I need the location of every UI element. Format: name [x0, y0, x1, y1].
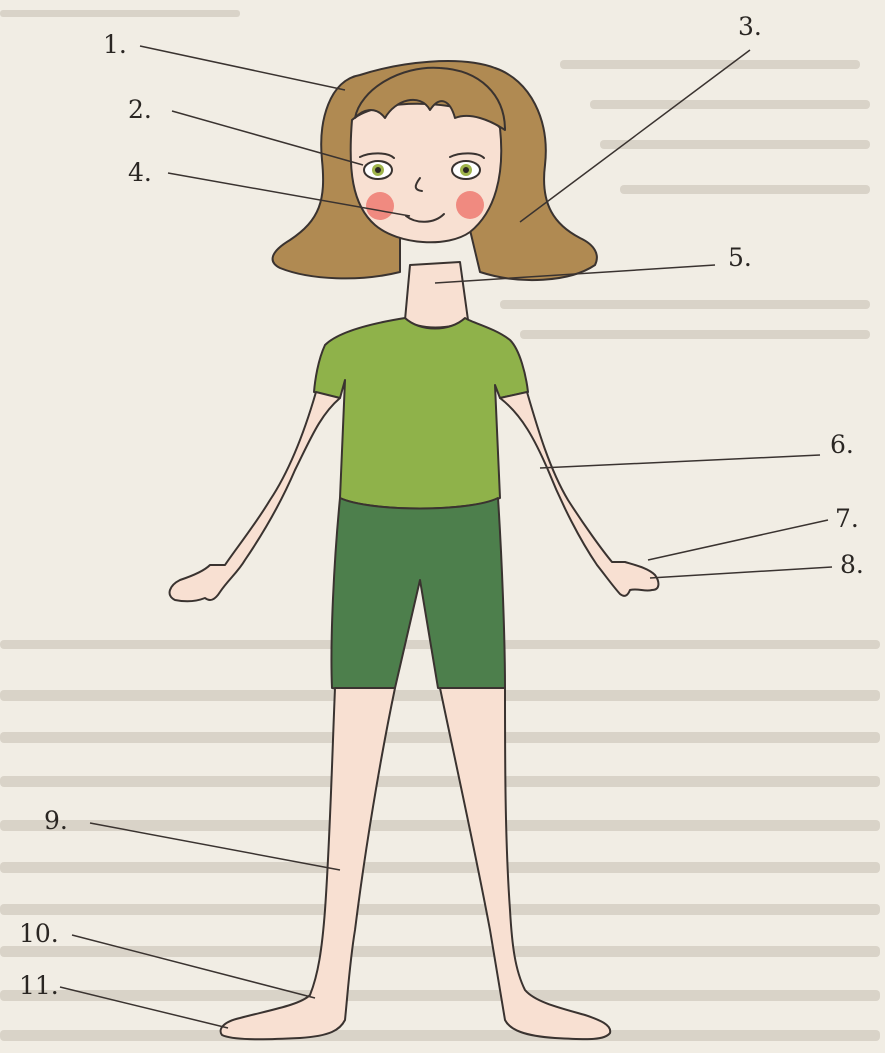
leader-line-6	[540, 455, 820, 468]
label-4: 4.	[128, 160, 152, 185]
label-9: 9.	[44, 808, 68, 833]
label-6: 6.	[830, 432, 854, 457]
leader-line-11	[60, 987, 228, 1028]
leader-line-3	[520, 50, 750, 222]
label-7: 7.	[835, 506, 859, 531]
leader-line-8	[650, 567, 832, 578]
label-3: 3.	[738, 14, 762, 39]
label-2: 2.	[128, 97, 152, 122]
leader-line-5	[435, 265, 715, 283]
label-1: 1.	[103, 32, 127, 57]
label-5: 5.	[728, 245, 752, 270]
leader-line-2	[172, 111, 363, 165]
label-8: 8.	[840, 552, 864, 577]
label-11: 11.	[19, 973, 59, 998]
leader-line-7	[648, 520, 828, 560]
leader-line-9	[90, 823, 340, 870]
label-10: 10.	[19, 921, 59, 946]
leader-line-4	[168, 173, 410, 216]
leader-line-10	[72, 935, 315, 998]
leader-line-1	[140, 46, 345, 90]
